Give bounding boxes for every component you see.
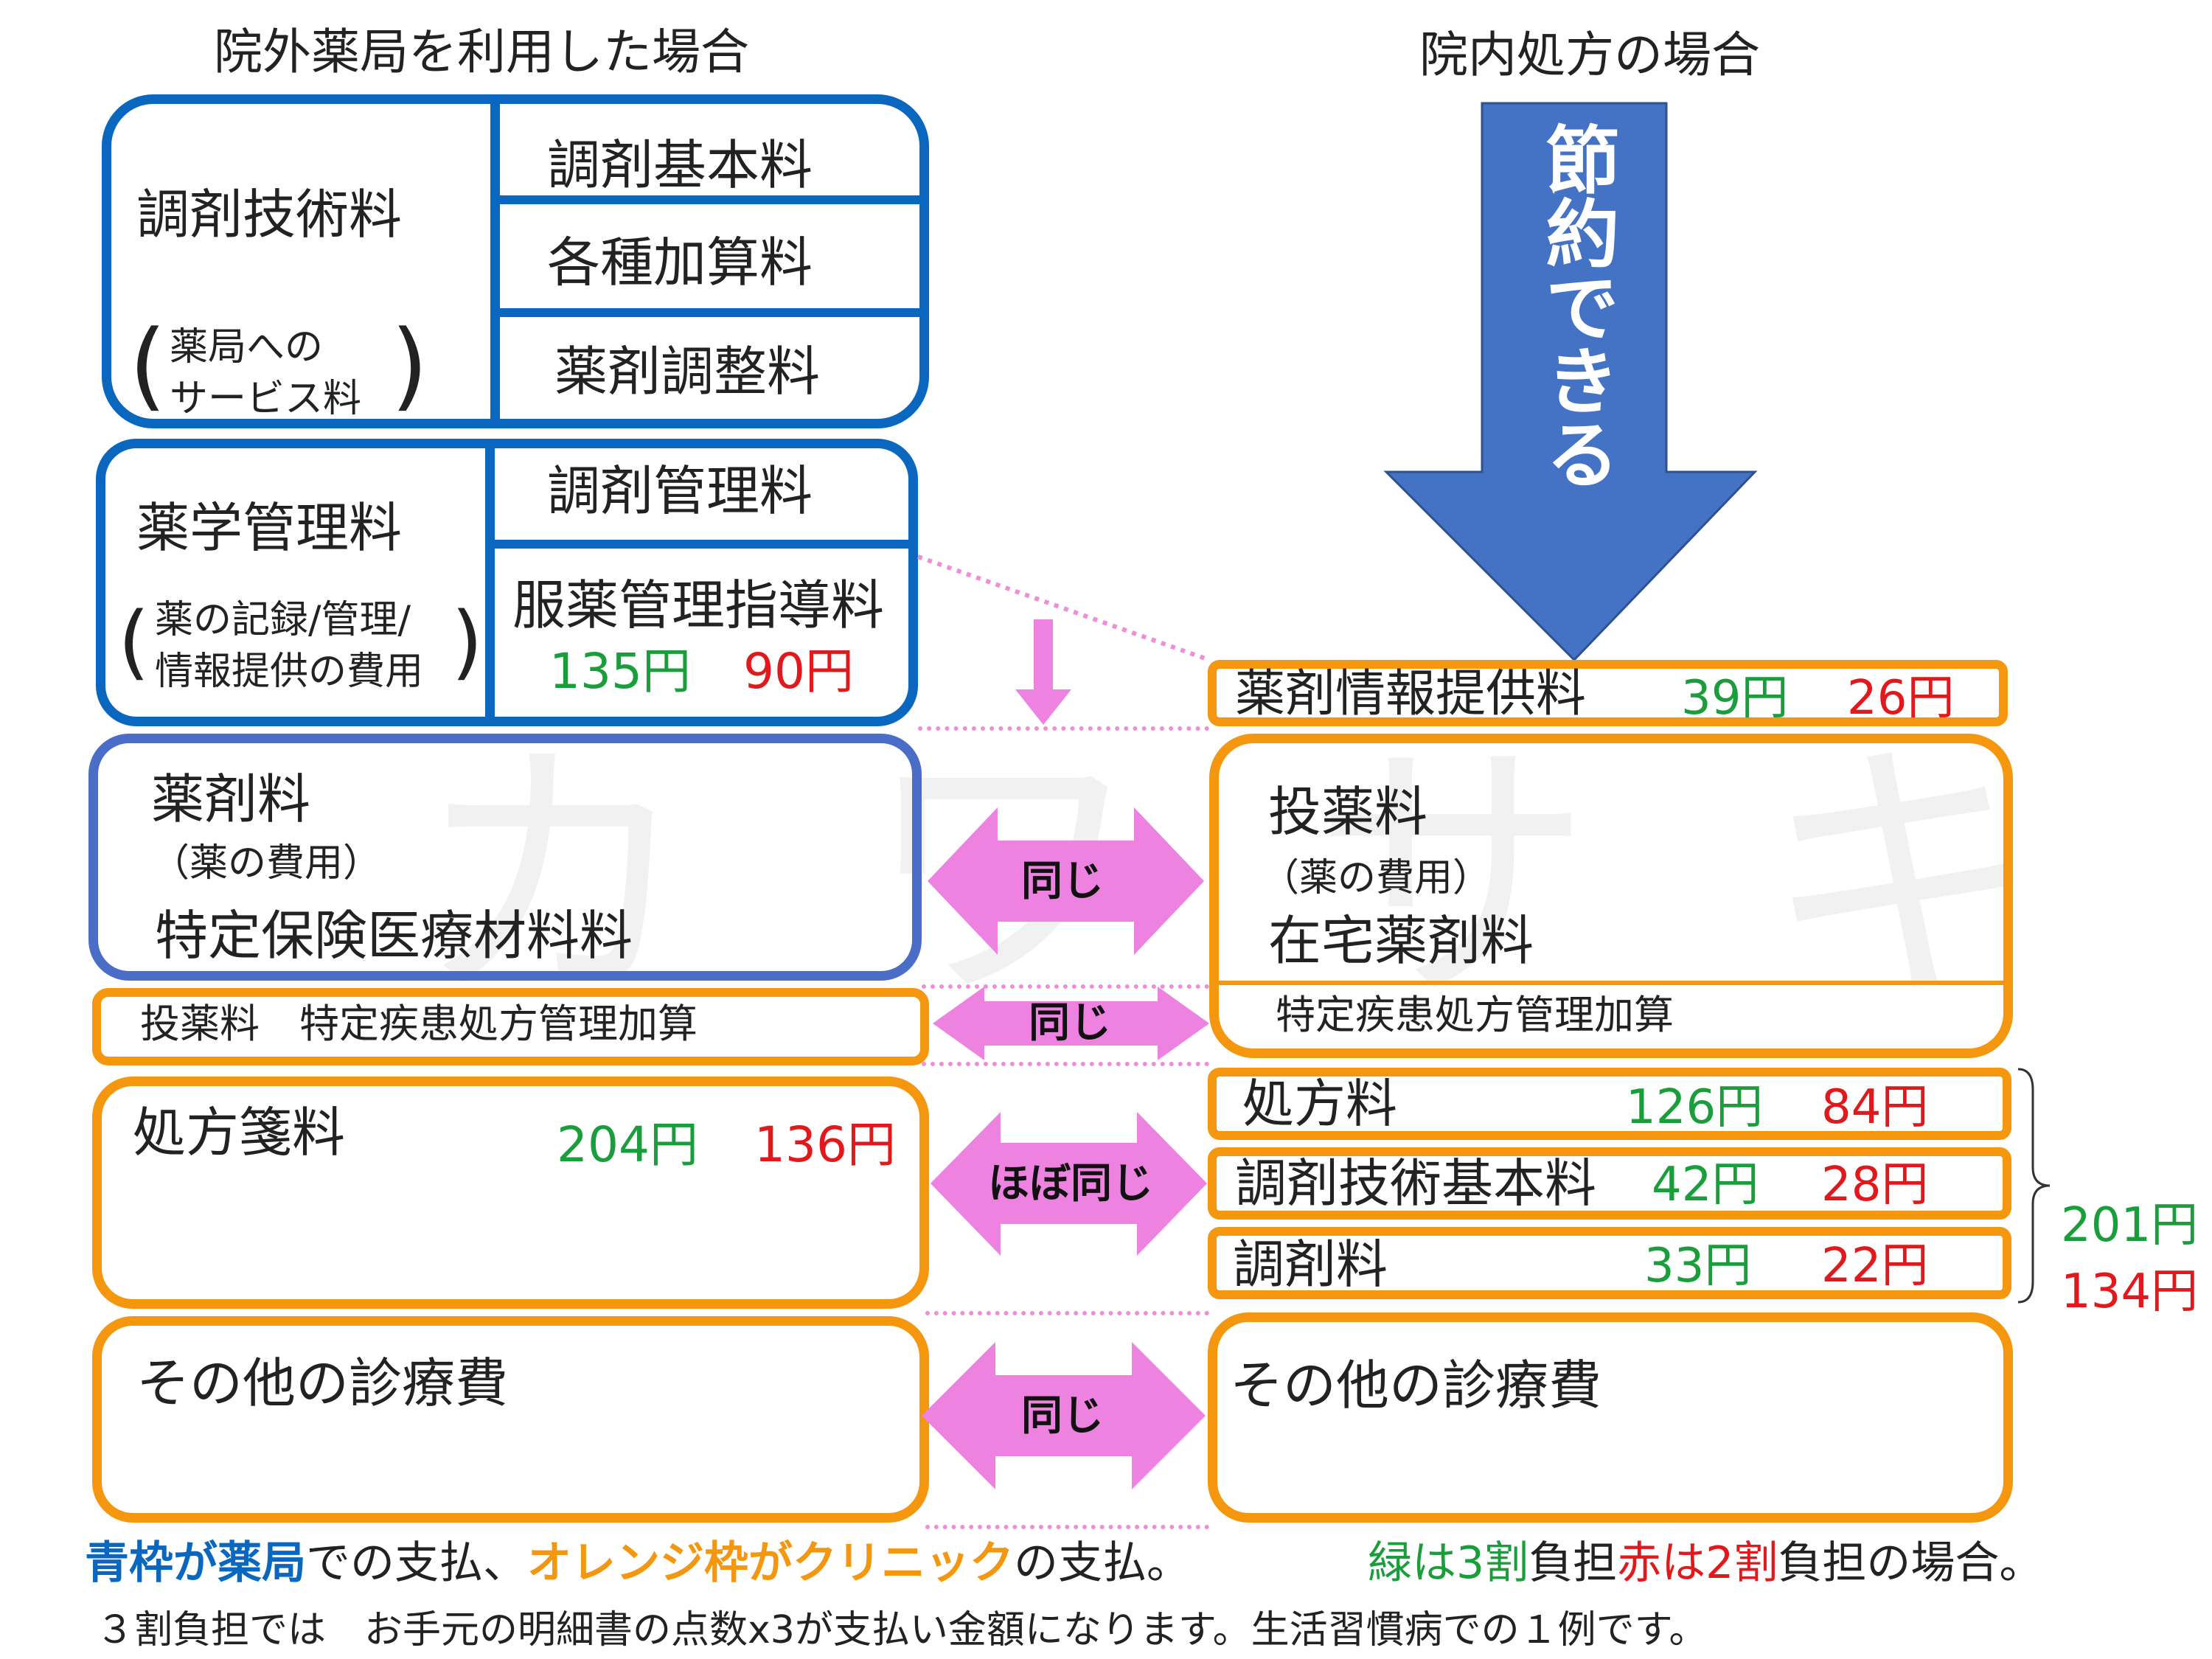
prescription-fee-title: 処方箋料 [133, 1102, 346, 1164]
technical-fee-note-2: サービス料 [170, 377, 362, 421]
same-arrow-2-icon [933, 987, 1209, 1060]
right-dosing-line-4: 特定疾患処方管理加算 [1276, 992, 1674, 1038]
same-label-1: 同じ [1021, 858, 1104, 905]
technical-fee-bracket-close: ) [391, 309, 428, 421]
right-other-box [1208, 1312, 2013, 1523]
pharma-mgmt-item-2: 服薬管理指導料 [512, 574, 885, 636]
drug-info-fee-title: 薬剤情報提供料 [1235, 665, 1587, 723]
pharma-mgmt-title: 薬学管理料 [136, 497, 403, 559]
technical-fee-item-1: 調剤基本料 [547, 134, 813, 196]
footer-text-2: の支払。 [1014, 1537, 1191, 1589]
dispensing-fee-box [1208, 1227, 2011, 1299]
technical-fee-title: 調剤技術料 [136, 184, 403, 246]
drug-fee-line-1: 薬剤料 [151, 768, 311, 830]
drug-fee-line-3: 特定保険医療材料料 [155, 905, 633, 967]
pharma-mgmt-price-3: 135円 [549, 643, 691, 700]
same-label-3: 同じ [1021, 1392, 1104, 1440]
right-dosing-line-1: 投薬料 [1268, 781, 1428, 843]
pharma-mgmt-note-1: 薬の記録/管理/ [155, 598, 411, 642]
footer-legend: 青枠が薬局での支払、オレンジ枠がクリニックの支払。 [85, 1541, 1191, 1585]
right-dosing-line-3: 在宅薬剤料 [1268, 910, 1534, 972]
tech-basic-fee-box [1208, 1147, 2011, 1220]
prescription-fee-price-3: 204円 [557, 1116, 698, 1173]
drug-fee-line-2: （薬の費用） [151, 841, 382, 886]
watermark: カワサキ [413, 714, 2212, 1040]
rx-fee-title: 処方料 [1242, 1074, 1397, 1134]
footer-text-1: での支払、 [306, 1537, 527, 1589]
dispensing-fee-title: 調剤料 [1233, 1234, 1388, 1295]
footer-text-4: 負担の場合。 [1778, 1537, 2044, 1589]
footer-burden-legend: 緑は3割負担赤は2割負担の場合。 [1368, 1541, 2043, 1585]
right-other-label: その他の診療費 [1230, 1354, 1602, 1416]
same-arrow-3-icon [922, 1342, 1206, 1489]
dispensing-fee-price-3: 33円 [1644, 1239, 1752, 1293]
prescription-fee-price-2: 136円 [754, 1116, 896, 1173]
footer-blue-frame: 青枠が薬局 [85, 1537, 306, 1589]
dosing-fee-box [92, 988, 929, 1065]
technical-fee-note-1: 薬局への [170, 325, 324, 369]
left-other-label: その他の診療費 [136, 1352, 509, 1414]
footer-red-part: 赤は2割 [1617, 1537, 1778, 1589]
tech-basic-fee-title: 調剤技術基本料 [1235, 1153, 1596, 1214]
rx-fee-box [1208, 1068, 2011, 1140]
drug-info-fee-price-3: 39円 [1681, 671, 1789, 726]
technical-fee-item-3: 薬剤調整料 [554, 341, 821, 403]
almost-same-arrow-icon [931, 1112, 1207, 1256]
pharma-mgmt-note-2: 情報提供の費用 [155, 650, 424, 694]
footer-green-part: 緑は3割 [1368, 1537, 1529, 1589]
drug-info-fee-price-2: 26円 [1847, 671, 1955, 726]
same-arrow-1-icon [928, 807, 1204, 955]
footer-orange-frame: オレンジ枠がクリニック [527, 1537, 1014, 1589]
pharma-mgmt-bracket-close: ) [451, 594, 483, 689]
prescription-fee-box [92, 1077, 929, 1309]
rx-fee-price-2: 84円 [1821, 1080, 1929, 1135]
sum-price-3: 201円 [2061, 1198, 2199, 1253]
tech-basic-fee-price-2: 28円 [1821, 1158, 1929, 1212]
footer-text-3: 負担 [1528, 1537, 1618, 1589]
down-arrow-icon [1015, 619, 1071, 725]
right-dosing-line-2: （薬の費用） [1261, 856, 1492, 900]
sum-brace-icon [2017, 1068, 2051, 1304]
technical-fee-bracket-open: ( [129, 309, 167, 421]
right-dosing-box [1209, 734, 2013, 1058]
almost-same-label: ほぼ同じ [988, 1160, 1153, 1208]
dispensing-fee-price-2: 22円 [1821, 1239, 1929, 1293]
pharma-mgmt-bracket-open: ( [118, 594, 150, 689]
right-header: 院内処方の場合 [1419, 27, 1760, 83]
pharma-mgmt-box [96, 439, 918, 726]
savings-arrow-label: 節約できる [1533, 122, 1619, 490]
same-label-2: 同じ [1029, 999, 1111, 1047]
drug-info-fee-box [1208, 660, 2008, 726]
rx-fee-price-3: 126円 [1626, 1080, 1764, 1135]
sum-price-2: 134円 [2061, 1265, 2199, 1319]
left-other-box [92, 1316, 929, 1523]
drug-fee-box [88, 734, 922, 981]
tech-basic-fee-price-3: 42円 [1652, 1158, 1759, 1212]
footer-note: ３割負担では お手元の明細書の点数x3が支払い金額になります。生活習慣病での１例… [96, 1608, 1708, 1652]
technical-fee-box [102, 94, 929, 428]
left-header: 院外薬局を利用した場合 [214, 24, 749, 80]
savings-arrow-icon [1383, 102, 1758, 662]
technical-fee-item-2: 各種加算料 [547, 232, 813, 293]
pharma-mgmt-price-2: 90円 [743, 643, 854, 700]
pharma-mgmt-item-1: 調剤管理料 [547, 460, 813, 522]
dosing-fee-label: 投薬料 特定疾患処方管理加算 [140, 1001, 698, 1047]
